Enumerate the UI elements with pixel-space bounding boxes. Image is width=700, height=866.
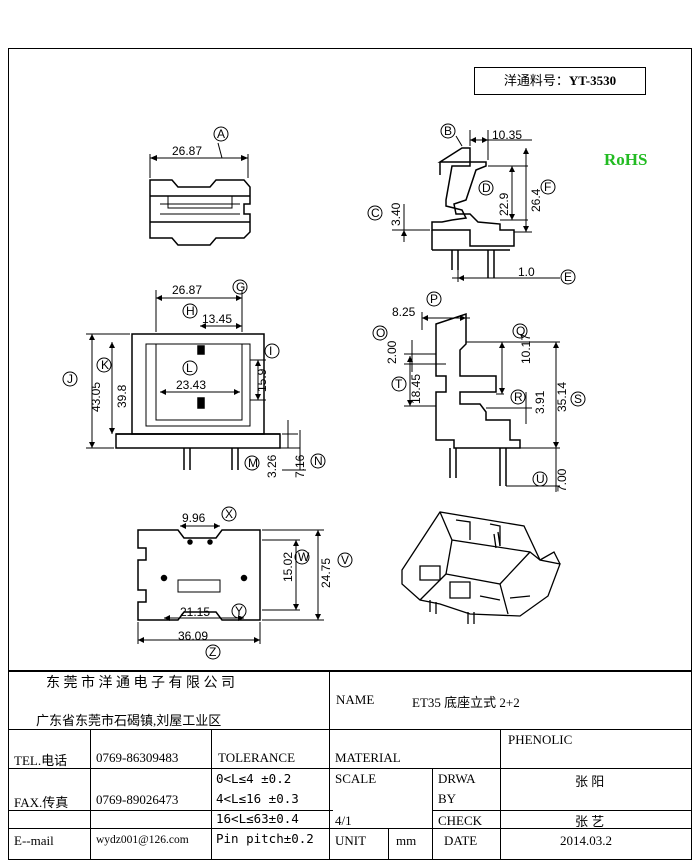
label-l: L xyxy=(186,361,193,375)
tolerance-row-3: 16<L≤63±0.4 xyxy=(216,811,299,826)
label-m: M xyxy=(248,456,258,470)
dim-g-value: 26.87 xyxy=(172,283,202,297)
company-name: 东 莞 市 洋 通 电 子 有 限 公 司 xyxy=(46,676,235,691)
date-value: 2014.03.2 xyxy=(560,833,612,848)
rohs-mark: RoHS xyxy=(604,150,648,169)
label-r: R xyxy=(514,390,523,404)
dim-y-value: 21.15 xyxy=(180,605,210,619)
name-value: ET35 底座立式 2+2 xyxy=(412,695,520,710)
unit-label: UNIT xyxy=(335,833,367,848)
label-q: Q xyxy=(516,324,525,338)
dim-v-value: 24.75 xyxy=(319,558,333,588)
date-label: DATE xyxy=(444,833,478,848)
dim-q-value: 10.17 xyxy=(519,334,533,364)
label-g: G xyxy=(236,280,245,294)
bottom-view: 9.96 X 15.02 W 24.75 V 21.15 Y 36.09 Z xyxy=(137,506,353,660)
label-v: V xyxy=(341,553,349,567)
dim-p-value: 8.25 xyxy=(392,305,416,319)
label-n: N xyxy=(314,454,323,468)
fax-value: 0769-89026473 xyxy=(96,792,179,807)
label-b: B xyxy=(444,124,452,138)
label-f: F xyxy=(544,180,551,194)
material-label: MATERIAL xyxy=(335,750,401,765)
scale-value: 4/1 xyxy=(335,813,352,828)
tel-label: TEL.电话 xyxy=(14,753,68,768)
dim-c-value: 3.40 xyxy=(389,202,403,226)
tolerance-row-1: 0<L≤4 ±0.2 xyxy=(216,771,292,786)
dim-r-value: 3.91 xyxy=(533,390,547,414)
scale-label: SCALE xyxy=(335,771,377,786)
label-x: X xyxy=(225,507,233,521)
dim-j-value: 43.05 xyxy=(89,382,103,412)
label-h: H xyxy=(186,304,195,318)
label-i: I xyxy=(269,344,272,358)
label-u: U xyxy=(536,472,545,486)
label-e: E xyxy=(564,270,572,284)
email-label: E--mail xyxy=(14,833,54,848)
dim-x-value: 9.96 xyxy=(182,511,206,525)
label-w: W xyxy=(298,550,310,564)
dim-z-value: 36.09 xyxy=(178,629,208,643)
part-number-label: 洋通料号： xyxy=(503,73,569,88)
check-value: 张 艺 xyxy=(575,814,605,829)
material-value: PHENOLIC xyxy=(508,732,573,747)
label-z: Z xyxy=(209,645,216,659)
label-a: A xyxy=(217,127,225,141)
label-t: T xyxy=(395,377,403,391)
label-c: C xyxy=(371,206,380,220)
check-label: CHECK xyxy=(438,813,483,828)
dim-o-value: 2.00 xyxy=(385,340,399,364)
fax-label: FAX.传真 xyxy=(14,795,69,810)
dim-k-value: 39.8 xyxy=(115,384,129,408)
dim-w-value: 15.02 xyxy=(281,552,295,582)
label-p: P xyxy=(430,292,438,306)
dim-d-value: 22.9 xyxy=(497,192,511,216)
tolerance-label: TOLERANCE xyxy=(218,750,296,765)
dim-n-value: 7.16 xyxy=(293,454,307,478)
drawn-by-label-1: DRWA xyxy=(438,771,476,786)
dim-h-value: 13.45 xyxy=(202,312,232,326)
label-k: K xyxy=(101,358,109,372)
drawing-sheet xyxy=(8,48,692,860)
tel-value: 0769-86309483 xyxy=(96,750,179,765)
drawn-by-label-2: BY xyxy=(438,791,457,806)
isometric-view xyxy=(401,511,561,624)
company-address: 广东省东莞市石碣镇,刘屋工业区 xyxy=(36,713,222,728)
email-value: wydz001@126.com xyxy=(96,834,189,846)
label-s: S xyxy=(574,392,582,406)
tolerance-row-4: Pin pitch±0.2 xyxy=(216,831,314,846)
part-number-box: 洋通料号：YT-3530 xyxy=(474,67,646,95)
dim-s-value: 35.14 xyxy=(555,382,569,412)
dim-b-value: 10.35 xyxy=(492,128,522,142)
dim-l-value: 23.43 xyxy=(176,378,206,392)
dim-e-value: 1.0 xyxy=(518,265,535,279)
dim-a-value: 26.87 xyxy=(172,144,202,158)
label-o: O xyxy=(376,326,385,340)
unit-value: mm xyxy=(396,833,417,848)
dim-m-value: 3.26 xyxy=(265,454,279,478)
label-j: J xyxy=(67,372,73,386)
label-d: D xyxy=(482,181,491,195)
drawn-by-value: 张 阳 xyxy=(575,774,605,789)
side-view: 10.35 B 22.9 D 26.4 F 3.40 C 1.0 E xyxy=(367,123,576,285)
name-label: NAME xyxy=(336,692,375,707)
dim-u-value: 7.00 xyxy=(555,468,569,492)
front-view: 26.87 G 13.45 H 23.43 L 15.9 I 43.05 J 3… xyxy=(62,279,326,478)
label-y: Y xyxy=(235,604,243,618)
dim-i-value: 15.9 xyxy=(255,368,269,392)
part-number: YT-3530 xyxy=(568,73,617,88)
top-view: A 26.87 xyxy=(149,126,251,246)
dim-t-value: 18.45 xyxy=(409,374,423,404)
tolerance-row-2: 4<L≤16 ±0.3 xyxy=(216,791,299,806)
right-view: 8.25 P 2.00 O 10.17 Q 18.45 T 3.91 R 35.… xyxy=(372,291,586,492)
dim-f-value: 26.4 xyxy=(529,188,543,212)
